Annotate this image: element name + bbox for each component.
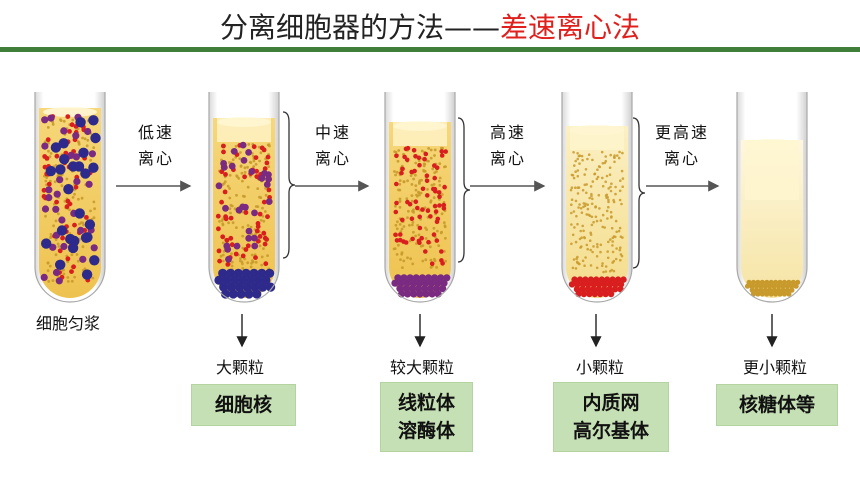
step-high-speed: 高速 离心 [474,120,542,172]
organelle-nucleus-line1: 细胞核 [214,394,272,416]
tube-high-speed [561,92,633,303]
organelle-er-line1: 内质网 [582,392,640,414]
title-underline [0,47,860,52]
brace-high-speed-supernatant [632,117,646,269]
step-high-speed-line2: 离心 [489,149,526,168]
tube-homogenate-particles [40,113,101,285]
title-highlight: 差速离心法 [500,11,641,44]
step-low-speed-line1: 低速 [137,123,174,142]
particle-label-large: 大颗粒 [215,358,264,377]
tube-high-speed-liquid [566,126,628,298]
brace-low-speed-supernatant [282,111,296,259]
step-higher-speed-line2: 离心 [663,149,700,168]
organelle-box-er-golgi: 内质网 高尔基体 [553,382,669,452]
particle-label-larger: 较大颗粒 [389,358,454,377]
organelle-mito-line1: 线粒体 [397,392,455,414]
organelle-er-line2: 高尔基体 [572,420,649,442]
step-medium-speed: 中速 离心 [299,120,367,172]
tube-higher-speed [736,92,808,303]
organelle-box-nucleus: 细胞核 [191,384,296,426]
page-title: 分离细胞器的方法——差速离心法 [0,8,860,48]
step-higher-speed: 更高速 离心 [640,120,724,172]
organelle-box-mito-lyso: 线粒体 溶酶体 [380,382,473,452]
tube-low-speed-pellet [214,268,276,299]
title-main: 分离细胞器的方法—— [219,11,500,44]
step-medium-speed-line1: 中速 [314,123,351,142]
step-low-speed-line2: 离心 [137,149,174,168]
tube-high-speed-particles [569,150,625,274]
particle-label-smaller: 更小颗粒 [742,358,807,377]
organelle-mito-line2: 溶酶体 [397,420,455,442]
organelle-ribosome-line1: 核糖体等 [738,394,815,416]
tube-medium-speed-pellet [391,274,451,298]
tube-low-speed-particles [215,141,273,271]
step-medium-speed-line2: 离心 [314,149,351,168]
particle-label-small: 小颗粒 [575,358,624,377]
step-low-speed: 低速 离心 [122,120,190,172]
step-high-speed-line1: 高速 [489,123,526,142]
tube-higher-speed-pellet [744,279,801,297]
tube-medium-speed-particles [392,145,449,269]
tube-low-speed [208,92,280,303]
homogenate-label: 细胞匀浆 [35,314,100,333]
step-higher-speed-line1: 更高速 [654,123,709,142]
tube-medium-speed [384,92,456,303]
organelle-box-ribosome: 核糖体等 [716,384,838,426]
tube-homogenate [34,92,106,303]
brace-medium-speed-supernatant [457,117,471,263]
